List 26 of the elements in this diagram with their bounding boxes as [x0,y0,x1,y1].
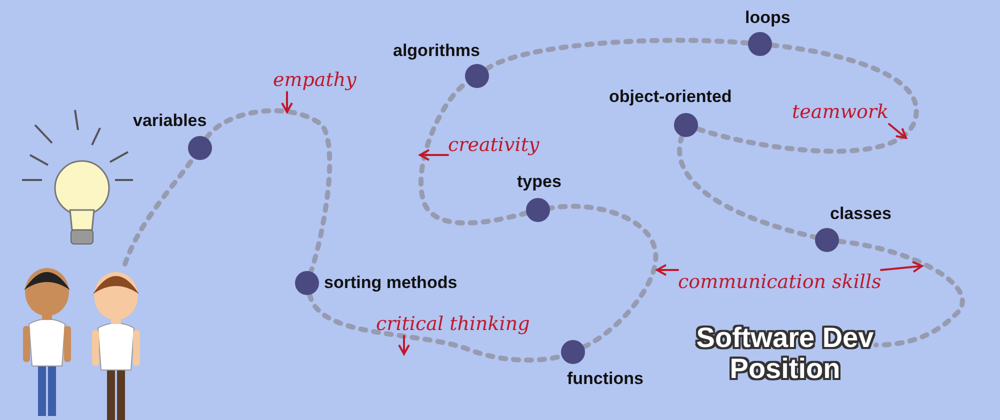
dotted-path [677,134,818,240]
soft-skill-note: creativity [448,133,540,157]
leader-arrow [880,260,923,273]
leader-arrow [281,91,293,113]
leader-arrow [419,149,449,161]
dotted-path [484,38,751,72]
stop-label: variables [133,111,207,131]
dotted-path [836,238,965,348]
dotted-path [547,204,658,350]
leader-arrow [888,123,907,139]
leader-arrow [656,264,679,276]
goal-title: Software Dev Position [695,322,875,384]
stop-label: types [517,172,562,192]
dotted-path [204,108,332,274]
soft-skill-note: empathy [273,68,356,92]
soft-skill-note: communication skills [678,270,882,294]
stop-label: sorting methods [324,273,458,293]
stop-label: loops [745,8,790,28]
soft-skill-note: critical thinking [376,312,530,336]
dotted-path [694,42,919,154]
leader-arrow [398,335,410,355]
stop-label: algorithms [393,41,480,61]
soft-skill-note: teamwork [792,100,889,124]
stop-label: object-oriented [609,87,732,107]
stop-label: functions [567,369,644,389]
stop-label: classes [830,204,892,224]
